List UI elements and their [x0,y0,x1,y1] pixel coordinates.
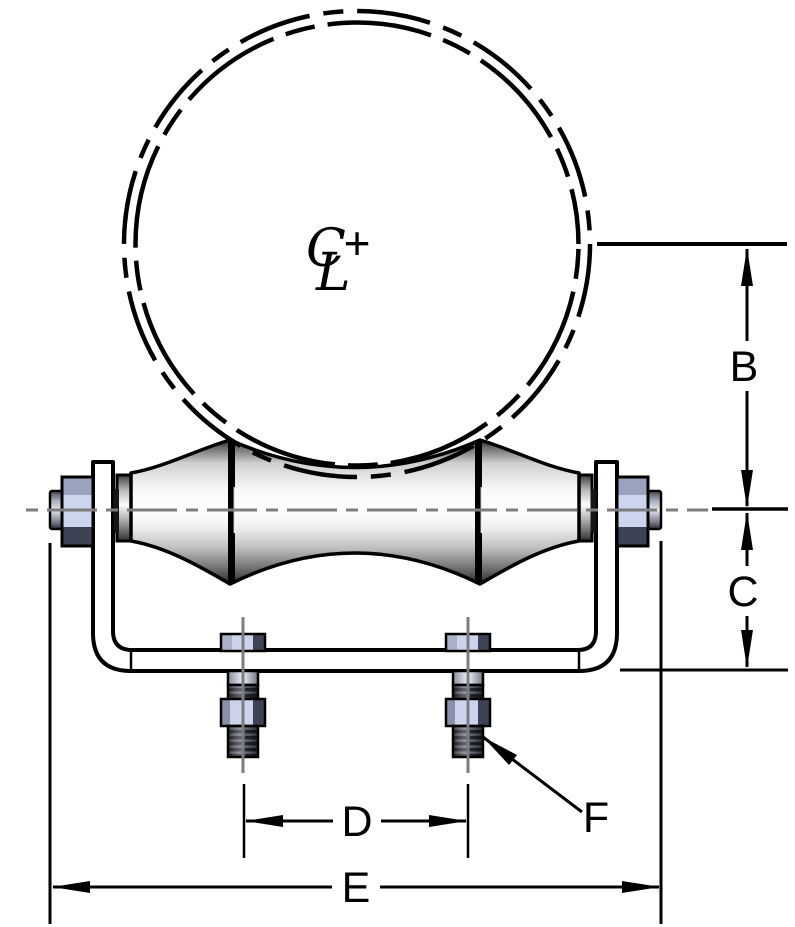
centerline-symbol-c: C [306,219,346,279]
centerlines [26,508,708,773]
dim-label-c: C [727,568,758,616]
axle-nut-left-top-facet [62,477,93,495]
arrow-left [245,815,283,827]
centerline-symbol-l: L [315,243,351,303]
jam-nut-facet [253,634,265,651]
dimension-c: C [620,507,788,672]
pipe-inner-circle [133,20,581,468]
stud-hex-nut-facet [253,699,265,726]
arrow-right [429,815,467,827]
pipe-center-mark: + [344,217,371,269]
stud-hex-nut-facet [221,699,230,726]
axle-nut-right-top-facet [617,477,648,495]
leader-arrowhead [483,737,517,765]
axle-nut-right-bottom-facet [617,527,648,546]
jam-nut-facet [478,634,490,651]
roller-axle-shoulder-left [115,473,133,543]
stud-hex-nut-facet [446,699,455,726]
bracket-body [91,460,619,673]
arrow-right [622,881,660,893]
roller-body [129,438,581,586]
stud-hex-nut-facet [478,699,490,726]
callout-f: F [482,735,609,842]
arrow-down [741,470,753,508]
dimension-e: E [48,541,663,924]
arrow-up [741,512,753,550]
dimension-b: B [597,242,787,508]
dim-label-b: B [730,343,759,391]
dimension-d: D [242,784,470,858]
arrow-down [741,630,753,668]
arrow-left [52,881,90,893]
roller [115,438,594,586]
pipe-outer-circle [121,8,593,480]
dim-label-f: F [583,794,609,842]
axle-nut-left-bottom-facet [62,527,93,546]
dim-label-d: D [341,798,372,846]
jam-nut-facet [221,634,232,651]
jam-nut-facet [446,634,457,651]
pipe-section: C L + [121,8,593,480]
arrow-up [741,248,753,286]
dim-label-e: E [342,864,371,912]
